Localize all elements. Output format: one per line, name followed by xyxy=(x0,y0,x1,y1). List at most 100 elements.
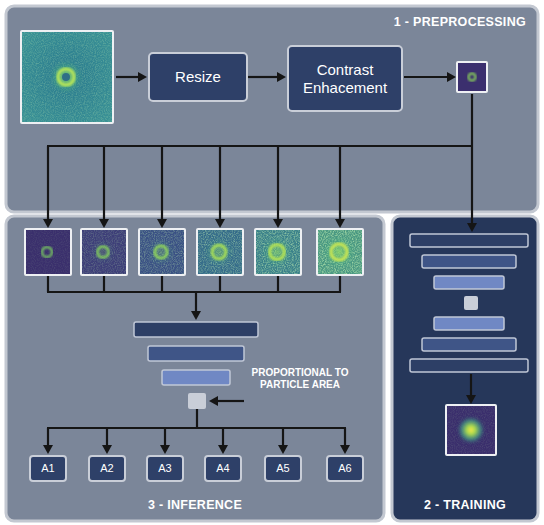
arrow-head xyxy=(215,219,225,228)
latent-node xyxy=(464,296,478,310)
particle-image xyxy=(256,230,300,274)
flow-line xyxy=(339,146,341,220)
flow-line xyxy=(282,428,284,446)
decoder-layer xyxy=(410,359,528,372)
output-box: A6 xyxy=(326,455,364,482)
encoder-layer xyxy=(162,370,230,385)
flow-line xyxy=(47,427,346,429)
flow-line xyxy=(404,76,449,78)
particle-ring xyxy=(469,74,476,81)
image-noise xyxy=(22,32,112,122)
arrow-head xyxy=(447,72,456,82)
box-label: A2 xyxy=(100,462,113,475)
flow-line xyxy=(344,428,346,446)
arrow-head xyxy=(466,395,476,404)
flow-line xyxy=(277,146,279,220)
arrow-head xyxy=(138,72,147,82)
arrow-head xyxy=(218,445,228,454)
image-noise xyxy=(26,230,70,274)
output-box: A3 xyxy=(146,455,184,482)
arrow-head xyxy=(43,219,53,228)
latent-node xyxy=(188,393,206,409)
flow-line xyxy=(219,146,221,220)
flow-line xyxy=(222,428,224,446)
flow-line xyxy=(47,146,49,220)
arrow-head xyxy=(99,219,109,228)
output-box: A5 xyxy=(264,455,302,482)
particle-ring xyxy=(331,244,347,260)
box-label: A5 xyxy=(276,462,289,475)
flow-line xyxy=(47,276,49,292)
input-image xyxy=(22,32,112,122)
particle-image xyxy=(318,230,362,274)
particle-core xyxy=(62,73,70,81)
arrow-head xyxy=(157,219,167,228)
arrow-head xyxy=(467,223,477,232)
box-label: A6 xyxy=(338,462,351,475)
flow-line xyxy=(161,276,163,292)
stage-panel: 2 - TRAINING xyxy=(392,216,538,521)
particle-glow xyxy=(321,234,356,269)
arrow-head xyxy=(340,445,350,454)
particle-ring xyxy=(212,245,226,259)
panel-heading: 1 - PREPROCESSING xyxy=(394,15,526,29)
flow-line xyxy=(196,409,198,428)
image-frame xyxy=(445,404,497,456)
arrow-head xyxy=(335,219,345,228)
image-frame xyxy=(138,228,186,276)
output-image xyxy=(447,406,495,454)
panel-ground xyxy=(6,6,538,212)
particle-ring xyxy=(42,247,52,257)
particle-glow xyxy=(204,237,234,267)
encoder-layer xyxy=(134,322,258,337)
box-label: Resize xyxy=(175,68,221,85)
arrow-head xyxy=(43,445,53,454)
particle-ring xyxy=(97,246,108,257)
image-frame xyxy=(254,228,302,276)
flow-line xyxy=(161,146,163,220)
image-noise xyxy=(447,406,495,454)
particle-glow xyxy=(147,238,174,265)
process-box: Contrast Enhacement xyxy=(287,45,403,112)
particle-glow xyxy=(49,60,83,94)
image-noise xyxy=(82,230,126,274)
particle-ring xyxy=(270,245,285,260)
stage-panel: 1 - PREPROCESSING Resize Contrast Enhaceme… xyxy=(6,6,538,212)
preprocessed-image xyxy=(458,63,486,91)
leader-head xyxy=(209,396,218,406)
image-noise xyxy=(256,230,300,274)
image-frame xyxy=(80,228,128,276)
box-label: A4 xyxy=(216,462,229,475)
box-label: A3 xyxy=(158,462,171,475)
particle-ring xyxy=(155,246,167,258)
image-noise xyxy=(198,230,242,274)
flow-line xyxy=(103,276,105,292)
flow-line xyxy=(103,146,105,220)
decoder-layer xyxy=(422,338,516,351)
callout-note: PROPORTIONAL TO PARTICLE AREA xyxy=(250,367,350,391)
flow-line xyxy=(116,76,140,78)
panel-heading: 3 - INFERENCE xyxy=(148,498,242,512)
arrow-head xyxy=(191,311,201,320)
particle-ring xyxy=(58,69,74,85)
box-label: A1 xyxy=(41,462,54,475)
connector xyxy=(248,72,286,82)
image-frame xyxy=(196,228,244,276)
flow-line xyxy=(248,76,279,78)
particle-glow xyxy=(91,240,116,265)
image-noise xyxy=(318,230,362,274)
decoder-layer xyxy=(434,317,504,330)
particle-image xyxy=(140,230,184,274)
encoder-layer xyxy=(148,346,244,361)
output-box: A4 xyxy=(204,455,242,482)
arrow-head xyxy=(273,219,283,228)
image-frame xyxy=(20,30,114,124)
image-noise xyxy=(140,230,184,274)
process-box: Resize xyxy=(148,52,248,102)
flow-line xyxy=(216,400,244,402)
encoder-layer xyxy=(410,234,528,247)
particle-image xyxy=(198,230,242,274)
image-frame xyxy=(456,61,488,93)
